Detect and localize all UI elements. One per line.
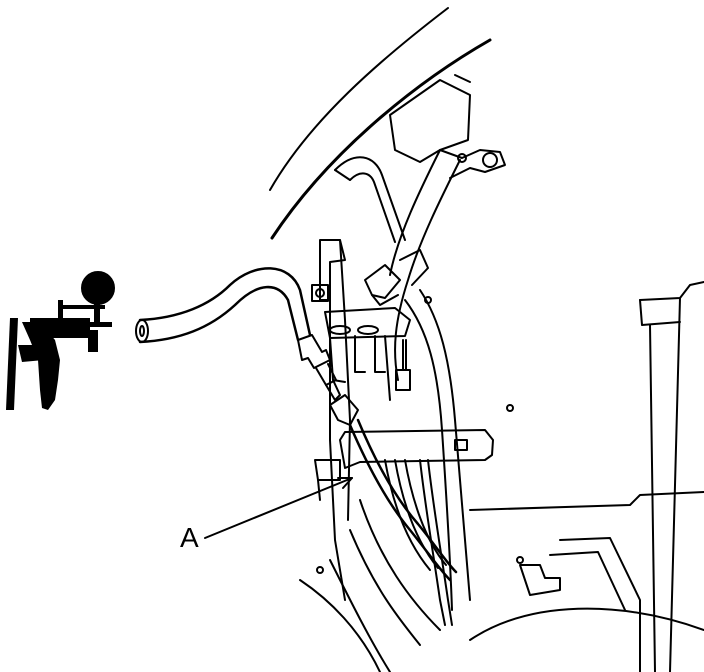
firewall-plate [311,239,351,601]
lower-harness [349,459,453,646]
center-strut [389,149,471,611]
upper-tube [334,156,406,243]
upper-bracket [389,74,506,179]
callout-leader-a [204,477,353,539]
callout-label-a: A [180,522,199,553]
lower-arc [299,559,704,672]
hose-adapter [297,334,359,426]
upper-connector [364,249,432,306]
manifold-block [324,307,411,401]
lower-bracket [314,429,494,501]
test-hose [135,267,312,344]
right-panel [469,281,704,672]
middle-connector [395,339,411,391]
body-arc-lines [269,7,492,240]
vacuum-pump-gauge-icon [6,271,115,410]
hose-a [348,418,458,582]
